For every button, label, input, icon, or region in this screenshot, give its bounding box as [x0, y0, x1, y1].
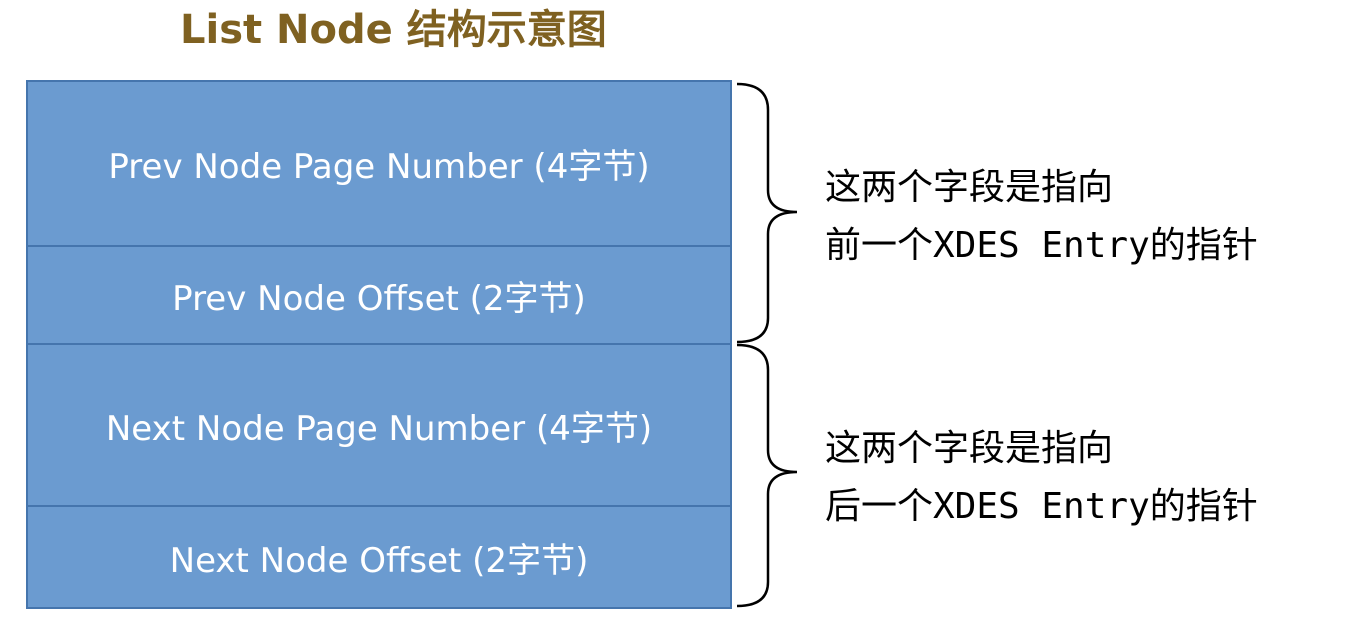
- annotation-next-line1: 这两个字段是指向: [825, 428, 1114, 469]
- annotation-prev-line1: 这两个字段是指向: [825, 167, 1114, 208]
- field-next-node-page-number: Next Node Page Number (4字节): [28, 343, 730, 505]
- field-prev-node-offset: Prev Node Offset (2字节): [28, 245, 730, 343]
- annotation-next-line2: 后一个XDES Entry的指针: [825, 486, 1258, 527]
- annotation-prev-line2: 前一个XDES Entry的指针: [825, 225, 1258, 266]
- list-node-structure: Prev Node Page Number (4字节) Prev Node Of…: [26, 80, 732, 609]
- brace-next-pointer: [736, 343, 798, 608]
- field-prev-node-page-number: Prev Node Page Number (4字节): [108, 147, 650, 187]
- annotation-prev-pointer: 这两个字段是指向 前一个XDES Entry的指针: [825, 159, 1258, 275]
- diagram-title: List Node 结构示意图: [180, 7, 607, 53]
- annotation-next-pointer: 这两个字段是指向 后一个XDES Entry的指针: [825, 420, 1258, 536]
- brace-prev-pointer: [736, 82, 798, 344]
- field-next-node-offset: Next Node Offset (2字节): [28, 505, 730, 607]
